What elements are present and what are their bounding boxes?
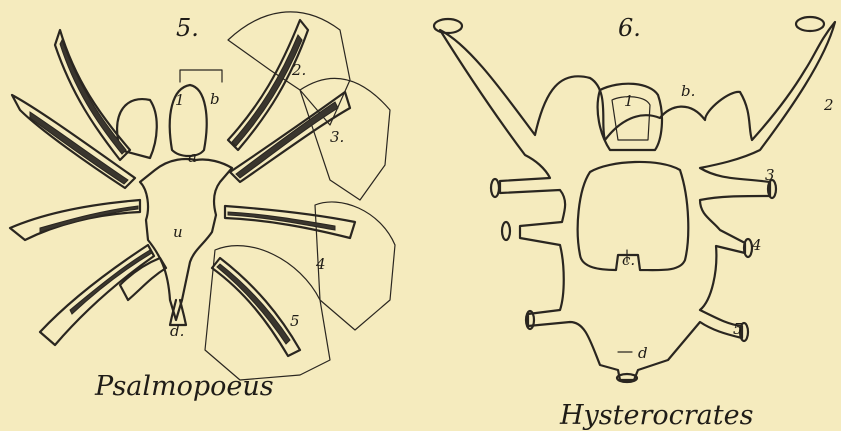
fig6-cut-2-right	[796, 17, 824, 31]
fig5-label-1: 1	[175, 91, 185, 109]
fig6-cut-4-left	[502, 222, 510, 240]
fig5-outline-right-mid	[300, 78, 390, 200]
fig5-arm-4-right-shade	[217, 264, 290, 344]
fig6-number: 6.	[618, 14, 641, 42]
fig5-label-b: b	[210, 90, 220, 108]
fig6-label-b: b.	[681, 82, 695, 100]
fig6-label-d: d	[638, 344, 648, 362]
fig5-sternum	[140, 159, 232, 320]
fig5-label-2: 2.	[291, 61, 306, 79]
fig5-arm-2-left-shade	[30, 112, 128, 184]
fig5-label-3: 3.	[330, 128, 344, 146]
fig5-label-5: 5	[290, 312, 300, 330]
fig5-arm-4-left-shade	[70, 250, 152, 314]
fig6-label-4: 4	[751, 236, 762, 254]
fig6-label-c: c.	[622, 251, 635, 269]
figure-6	[434, 17, 835, 382]
fig5-arm-3-right-shade	[228, 212, 335, 230]
fig5-label-4: 4	[315, 255, 326, 273]
fig5-outline-top-bracket	[180, 70, 222, 82]
fig6-label-1: 1	[624, 92, 634, 110]
fig6-label-3: 3	[765, 166, 775, 184]
fig5-label-u: u	[173, 223, 183, 241]
fig6-body-outline	[440, 22, 835, 380]
fig6-cut-2-left	[434, 19, 462, 33]
fig5-number: 5.	[176, 14, 199, 42]
figure-5	[10, 12, 395, 380]
fig6-caption: Hysterocrates	[559, 400, 753, 431]
fig6-label-2: 2	[823, 96, 834, 114]
fig5-caption: Psalmopoeus	[94, 371, 274, 402]
fig5-label-a: a	[188, 148, 197, 166]
fig6-label-5: 5	[733, 320, 743, 338]
fig5-label-d: d.	[170, 322, 184, 340]
fig6-cut-3-left	[491, 179, 499, 197]
